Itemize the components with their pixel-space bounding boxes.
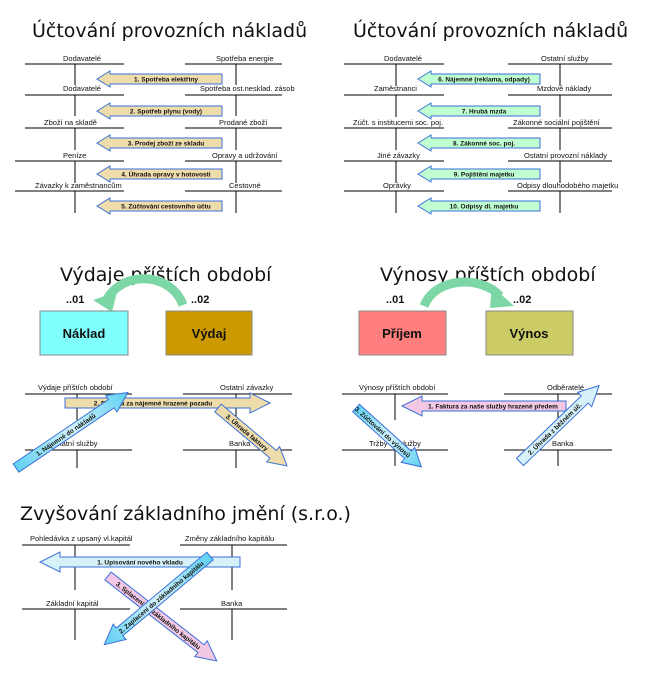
right-arrow-7 [417,102,541,120]
left-account-row-2: Dodavatelé Spotřeba ost.nesklad. zásob 2… [25,84,295,120]
zvysovani-arrow-3: 3. Splacení do základního kapitálu [104,571,218,662]
heading-zvysovani: Zvyšování základního jmění (s.r.o.) [20,503,351,525]
account-label-left: Peníze [63,151,86,160]
box-vynos [485,310,574,356]
account-label-left: Oprávky [383,181,411,190]
account-label-left: Jiné závazky [377,151,420,160]
period-curve [419,277,504,309]
left-arrow-2 [96,102,223,120]
account-label: Pohledávka z upsaný vl.kapitál [30,534,133,543]
box-label: Příjem [382,326,422,341]
heading-vydaje: Výdaje příštích období [60,264,272,286]
vydaje-section: ..01 ..02 Náklad Výdaj Výdaje příštích o… [12,274,292,473]
period-label-01: ..01 [386,294,404,306]
curve-arrowhead [490,286,514,308]
zvysovani-section: Pohledávka z upsaný vl.kapitál Změny zák… [22,534,287,662]
account-label-left: Zaměstnanci [374,84,417,93]
arrow-label: 3. Zúčtování do výnosů [353,405,412,459]
box-label: Náklad [63,326,106,341]
left-arrow-3 [96,134,223,152]
account-label-right: Mzdové náklady [537,84,591,93]
arrow-label: 1. Nájemné do nákladů [35,412,98,458]
right-arrow-9 [417,165,541,183]
arrow-label: 2. Spotřeb plynu (vody) [130,109,202,116]
right-account-row-9: Jiné závazky Ostatní provozní náklady 9.… [344,151,612,183]
account-label-left: Zboží na skladě [44,118,97,127]
left-accounts-block: Dodavatelé Spotřeba energie 1. Spotřeba … [15,54,295,215]
right-arrow-10 [417,197,541,215]
account-label-right: Opravy a udržování [212,151,278,160]
account-label-left: Zúčt. s institucemi soc. poj. [353,118,443,127]
account-label-right: Cestovné [229,181,261,190]
curve-arrowhead [93,292,117,312]
vynosy-arrow-1: 1. Faktura za naše služby hrazené předem [400,395,567,417]
account-label-right: Spotřeba ost.nesklad. zásob [200,84,295,93]
left-account-row-5: Závazky k zaměstnancům Cestovné 5. Zúčto… [15,181,282,215]
arrow-label: 6. Nájemné (reklama, odpady) [438,77,530,84]
right-arrow-6 [417,70,541,88]
right-account-row-6: Dodavatelé Ostatní služby 6. Nájemné (re… [344,54,612,88]
arrow-label: 1. Faktura za naše služby hrazené předem [428,404,558,411]
arrow-label: 1. Spotřeba elektřiny [134,77,198,84]
account-label: Odběratelé [547,383,584,392]
right-account-row-8: Zúčt. s institucemi soc. poj. Zákonné so… [344,118,612,152]
account-label-left: Dodavatelé [63,84,101,93]
right-account-row-7: Zaměstnanci Mzdové náklady 7. Hrubá mzda [344,84,612,120]
left-account-row-3: Zboží na skladě Prodané zboží 3. Prodej … [25,118,282,152]
account-label: Ostatní služby [50,439,98,448]
arrow-label: 1. Upisování nového vkladu [97,560,183,567]
right-arrow-8 [417,134,541,152]
arrow-label: 3. Splacení do základního kapitálu [114,581,201,651]
left-account-row-1: Dodavatelé Spotřeba energie 1. Spotřeba … [25,54,282,88]
left-arrow-5 [96,197,223,215]
arrow-label: 10. Odpisy dl. majetku [450,204,519,211]
vynosy-section: ..01 ..02 Příjem Výnos Výnosy příštích o… [342,277,612,468]
account-label: Výnosy příštích období [359,383,436,392]
box-label: Výdaj [192,326,227,341]
account-label-right: Prodané zboží [219,118,268,127]
account-label: Základní kapitál [46,599,99,608]
account-label-left: Závazky k zaměstnancům [35,181,122,190]
vynosy-arrow-2: 2. Úhrada z běžném úč. [515,384,600,467]
arrow-label: 5. Zúčtování cestovního účtu [121,204,211,211]
account-label: Výdaje příštích období [38,383,114,392]
account-label-right: Spotřeba energie [216,54,274,63]
account-label-right: Zákonné sociální pojištění [513,118,601,127]
period-label-01: ..01 [66,294,84,306]
account-label-right: Ostatní provozní náklady [524,151,607,160]
account-label: Banka [552,439,574,448]
left-account-row-4: Peníze Opravy a udržování 4. Úhrada opra… [15,151,282,183]
box-naklad [39,310,129,356]
account-label-right: Ostatní služby [541,54,589,63]
arrow-label: 3. Prodej zboží ze skladu [128,141,205,148]
account-label: Změny základního kapitálu [185,534,274,543]
account-label-left: Dodavatelé [384,54,422,63]
left-arrow-1 [96,70,223,88]
arrow-label: 9. Pojištění majetku [454,172,515,179]
box-label: Výnos [509,326,548,341]
heading-naklady-right: Účtování provozních nákladů [353,18,628,42]
heading-naklady-left: Účtování provozních nákladů [32,18,307,42]
period-label-02: ..02 [191,294,209,306]
account-label-left: Dodavatelé [63,54,101,63]
right-account-row-10: Oprávky Odpisy dlouhodobého majetku 10. … [344,181,618,215]
account-label: Ostatní závazky [220,383,274,392]
account-label-right: Odpisy dlouhodobého majetku [517,181,618,190]
box-prijem [358,310,447,356]
account-label: Banka [229,439,251,448]
period-label-02: ..02 [513,294,531,306]
right-accounts-block: Dodavatelé Ostatní služby 6. Nájemné (re… [344,54,618,215]
left-arrow-4 [96,165,223,183]
arrow-label: 4. Úhrada opravy v hotovosti [121,170,210,179]
account-label: Banka [221,599,243,608]
arrow-label: 2. Faktura za nájemné hrazené pozadu [94,401,213,408]
arrow-label: 7. Hrubá mzda [462,109,507,116]
box-vydaj [165,310,253,356]
heading-vynosy: Výnosy příštích období [380,264,596,286]
arrow-label: 8. Zákonné soc. poj. [453,141,515,148]
